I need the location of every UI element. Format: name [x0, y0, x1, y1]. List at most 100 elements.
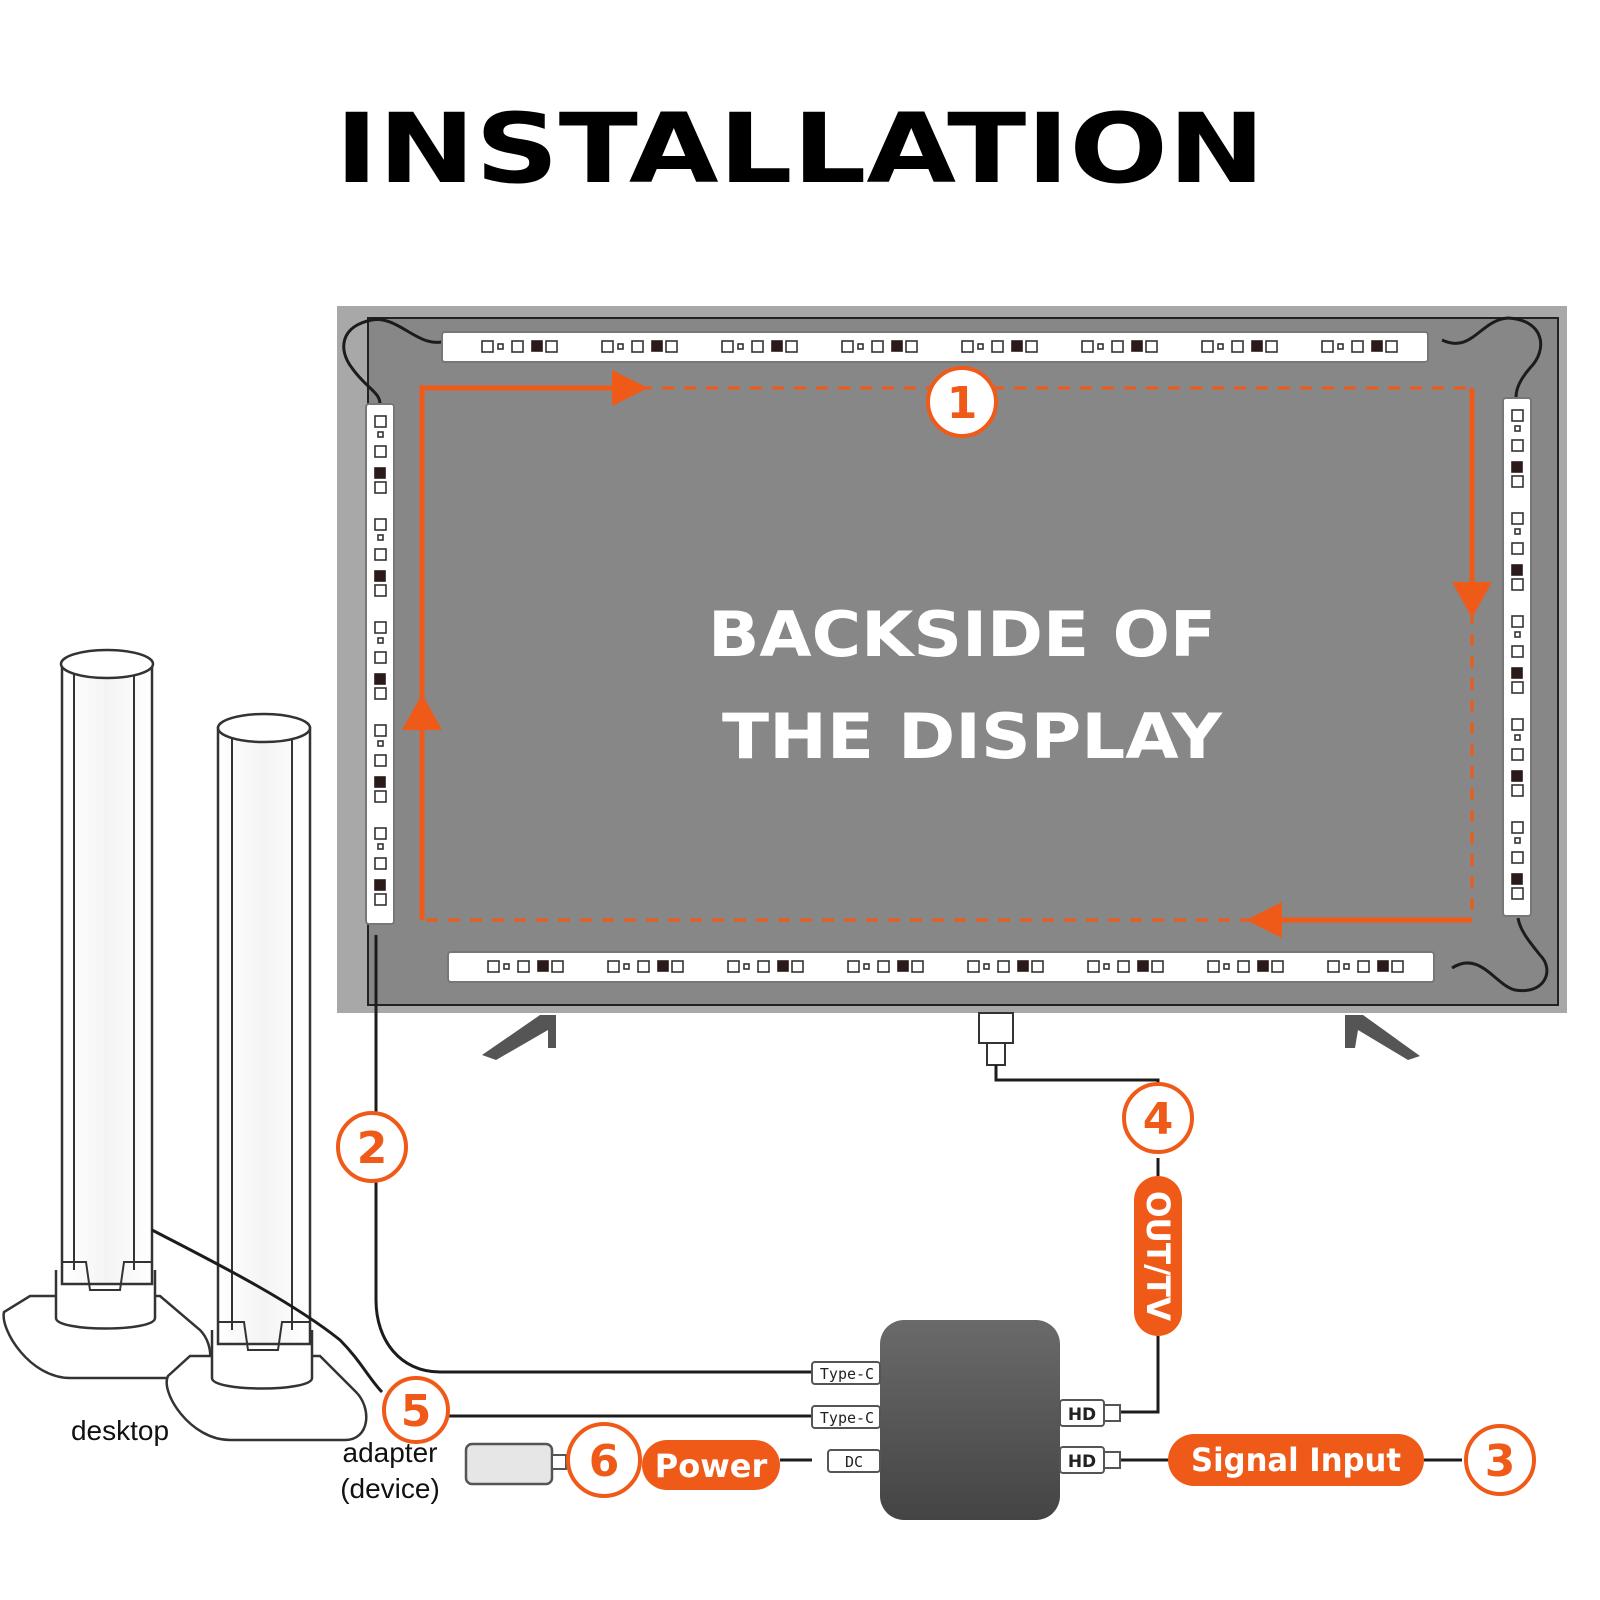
tv-hd-port — [978, 1012, 1014, 1044]
led-chip — [897, 960, 909, 972]
led-chip — [857, 343, 864, 350]
led-chip — [374, 621, 387, 634]
led-chip — [374, 481, 387, 494]
arrow-up-icon — [402, 694, 442, 730]
led-chip — [1321, 340, 1334, 353]
connector-type-c-2: Type-C — [811, 1405, 881, 1429]
led-chip — [961, 340, 974, 353]
led-chip — [1511, 718, 1524, 731]
led-strip-left — [365, 403, 395, 925]
display-label-line1: BACKSIDE OF — [708, 598, 1216, 671]
led-chip — [1351, 340, 1364, 353]
corner-wires — [342, 316, 1549, 1010]
svg-text:4: 4 — [1143, 1094, 1174, 1145]
connector-dc: DC — [827, 1449, 881, 1473]
led-chip — [967, 960, 980, 973]
led-chip — [1231, 340, 1244, 353]
power-label: Power — [655, 1447, 768, 1485]
led-chip — [1087, 960, 1100, 973]
led-chip — [637, 960, 650, 973]
connector-hd-in: HD — [1059, 1446, 1121, 1474]
led-chip — [377, 740, 384, 747]
led-chip — [777, 960, 789, 972]
led-chip — [374, 673, 386, 685]
led-chip — [374, 754, 387, 767]
connector-type-c-1: Type-C — [811, 1361, 881, 1385]
connector-hd-out: HD — [1059, 1399, 1121, 1427]
led-chip — [1103, 963, 1110, 970]
led-chip — [487, 960, 500, 973]
led-chip — [481, 340, 494, 353]
led-chip — [1511, 667, 1523, 679]
led-chip — [1265, 340, 1278, 353]
led-chip — [374, 548, 387, 561]
led-chip — [1511, 409, 1524, 422]
led-chip — [1511, 873, 1523, 885]
led-chip — [891, 340, 903, 352]
led-chip — [1151, 960, 1164, 973]
page-title: INSTALLATION — [335, 93, 1265, 205]
led-chip — [617, 343, 624, 350]
led-chip — [991, 340, 1004, 353]
arrow-right-icon — [612, 370, 648, 406]
led-chip — [1137, 960, 1149, 972]
led-chip — [377, 637, 384, 644]
led-chip — [374, 570, 386, 582]
led-strip-top — [441, 331, 1429, 363]
led-chip — [1117, 960, 1130, 973]
led-chip — [751, 340, 764, 353]
led-chip — [1377, 960, 1389, 972]
led-chip — [1327, 960, 1340, 973]
led-chip — [374, 415, 387, 428]
led-chip — [1357, 960, 1370, 973]
led-chip — [374, 857, 387, 870]
led-chip — [497, 343, 504, 350]
led-chip — [1025, 340, 1038, 353]
led-chip — [1511, 512, 1524, 525]
led-chip — [374, 827, 387, 840]
hub-cables — [374, 1010, 1462, 1462]
desktop-light-bars — [2, 648, 384, 1442]
led-chip — [374, 584, 387, 597]
installation-path — [402, 370, 1492, 938]
led-chip — [1514, 528, 1521, 535]
led-chip — [374, 467, 386, 479]
led-chip — [1511, 564, 1523, 576]
led-chip — [531, 340, 543, 352]
led-chip — [1017, 960, 1029, 972]
led-strip-bottom — [447, 951, 1435, 983]
led-chip — [905, 340, 918, 353]
led-chip — [374, 445, 387, 458]
led-chip — [377, 431, 384, 438]
led-chip — [1511, 681, 1524, 694]
led-chip — [1031, 960, 1044, 973]
led-chip — [377, 534, 384, 541]
led-chip — [374, 893, 387, 906]
step-1-number: 1 — [947, 378, 978, 429]
out-tv-pill: OUT/TV — [1134, 1176, 1182, 1336]
led-chip — [1131, 340, 1143, 352]
led-chip — [1511, 887, 1524, 900]
led-chip — [721, 340, 734, 353]
led-chip — [1337, 343, 1344, 350]
led-chip — [651, 340, 663, 352]
svg-text:2: 2 — [357, 1123, 388, 1174]
led-chip — [1511, 821, 1524, 834]
tv-stand-right — [1345, 1015, 1420, 1060]
led-chip — [1207, 960, 1220, 973]
led-chip — [977, 343, 984, 350]
svg-text:6: 6 — [589, 1436, 620, 1487]
step-1-badge: 1 — [926, 366, 998, 438]
led-chip — [1511, 784, 1524, 797]
step-5-badge: 5 — [382, 1376, 450, 1444]
svg-text:HD: HD — [1068, 1452, 1096, 1472]
led-chip — [847, 960, 860, 973]
out-tv-label: OUT/TV — [1139, 1191, 1177, 1321]
led-chip — [1511, 578, 1524, 591]
led-chip — [1514, 425, 1521, 432]
led-chip — [1514, 631, 1521, 638]
svg-text:3: 3 — [1485, 1436, 1516, 1487]
led-chip — [1511, 461, 1523, 473]
tower-left — [60, 662, 154, 1286]
led-chip — [1371, 340, 1383, 352]
